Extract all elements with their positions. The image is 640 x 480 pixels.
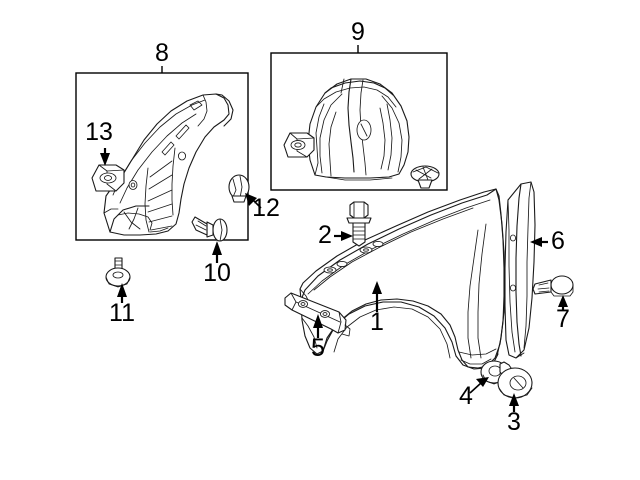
arrow-13 — [100, 148, 110, 166]
arrow-1 — [372, 281, 382, 312]
arrow-2 — [334, 231, 353, 241]
arrow-12 — [245, 193, 262, 209]
liner-screw-grommet-art[interactable] — [105, 257, 131, 288]
rear-liner-u-nut-clip-art — [283, 132, 315, 158]
body-plug-large-art[interactable] — [497, 361, 533, 399]
arrow-6 — [530, 237, 548, 247]
front-fender-panel-art[interactable] — [299, 188, 506, 370]
arrow-4 — [469, 377, 489, 394]
callout-label-8[interactable]: 8 — [155, 39, 169, 67]
callout-label-10[interactable]: 10 — [203, 259, 231, 287]
wheelhouse-liner-rear-inset[interactable] — [270, 52, 448, 191]
front-wheelhouse-liner-art — [103, 93, 234, 236]
callout-label-2[interactable]: 2 — [318, 221, 332, 249]
arrow-10 — [212, 241, 222, 263]
callout-label-1[interactable]: 1 — [370, 308, 384, 336]
arrow-11 — [117, 283, 127, 303]
arrow-5 — [313, 314, 323, 338]
arrow-3 — [509, 393, 519, 412]
callout-label-4[interactable]: 4 — [459, 382, 473, 410]
callout-label-12[interactable]: 12 — [252, 194, 280, 222]
callout-label-7[interactable]: 7 — [556, 305, 570, 333]
callout-label-3[interactable]: 3 — [507, 408, 521, 436]
arrow-7 — [558, 295, 568, 310]
callout-label-5[interactable]: 5 — [311, 334, 325, 362]
rear-wheelhouse-liner-art — [307, 78, 410, 181]
liner-u-nut-clip-art — [91, 164, 125, 192]
fender-filler-rail-art[interactable] — [504, 181, 536, 359]
callout-label-9[interactable]: 9 — [351, 18, 365, 46]
liner-cap-plug-art[interactable] — [228, 174, 250, 203]
fender-support-bracket-art[interactable] — [284, 292, 351, 337]
rear-liner-cap-plug-art — [410, 165, 440, 189]
pan-head-screw-art[interactable] — [532, 275, 574, 297]
hex-flange-bolt-art[interactable] — [346, 201, 372, 247]
callout-label-13[interactable]: 13 — [85, 118, 113, 146]
liner-push-retainer-art[interactable] — [191, 216, 228, 242]
callout-label-11[interactable]: 11 — [109, 299, 135, 327]
callout-label-6[interactable]: 6 — [551, 227, 565, 255]
